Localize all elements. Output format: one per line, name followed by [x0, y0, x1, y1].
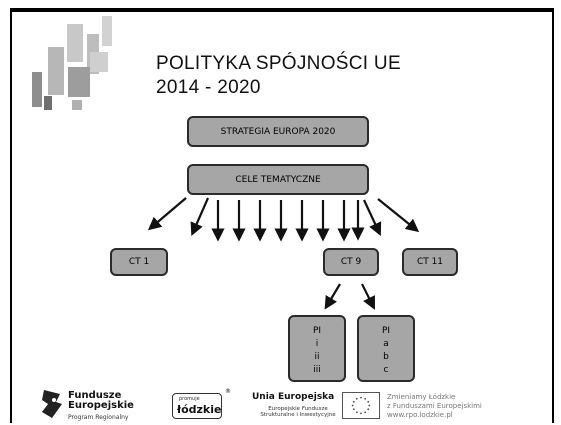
arrow-down [363, 199, 382, 236]
strategy-box: STRATEGIA EUROPA 2020 [187, 116, 369, 147]
pi-alpha-item: c [383, 365, 389, 375]
pi-alpha-item: b [383, 352, 389, 362]
objectives-label: CELE TEMATYCZNE [235, 174, 321, 185]
arrow-to-ct1 [147, 197, 187, 231]
pi-roman-box: PI i ii iii [288, 315, 346, 382]
title-line-1: POLITYKA SPÓJNOŚCI UE [156, 53, 401, 74]
registered-mark: ® [225, 388, 231, 395]
eu-stars-flag-icon [342, 392, 380, 419]
pi-roman-head: PI [312, 326, 322, 336]
eu-line-2: Strukturalne i Inwestycyjne [260, 412, 336, 418]
lodzkie-small: promuje [179, 396, 200, 402]
eu-title: Unia Europejska [252, 392, 335, 402]
ct11-box: CT 11 [402, 248, 458, 276]
objectives-box: CELE TEMATYCZNE [187, 164, 369, 195]
pi-roman-item: iii [313, 365, 321, 375]
ct9-box: CT 9 [323, 248, 379, 276]
eu-subtitle: Europejskie Fundusze Strukturalne i Inwe… [248, 406, 348, 418]
pi-alpha-item: a [383, 339, 389, 349]
ct1-box: CT 1 [110, 248, 168, 276]
ct1-label: CT 1 [128, 257, 150, 267]
strategy-label: STRATEGIA EUROPA 2020 [220, 126, 336, 137]
arrows-layer [147, 197, 420, 310]
funds-name: Fundusze Europejskie [68, 391, 134, 411]
arrow-to-pi-roman [324, 283, 341, 310]
eu-line-1: Europejskie Fundusze [268, 406, 328, 412]
pi-alpha-box: PI a b c [357, 315, 415, 382]
motto-line-2: z Funduszami Europejskimi [387, 402, 482, 410]
pi-roman-item: ii [314, 352, 320, 362]
ct9-label: CT 9 [340, 257, 362, 267]
rpo-url: www.rpo.lodzkie.pl [387, 411, 453, 419]
lodzkie-logo: promuje łódzkie [172, 393, 222, 419]
lodzkie-main: łódzkie [177, 403, 222, 416]
slide: POLITYKA SPÓJNOŚCI UE 2014 - 2020 STRATE… [10, 8, 554, 423]
title-line-2: 2014 - 2020 [156, 77, 261, 98]
pi-alpha-head: PI [381, 326, 391, 336]
arrow-to-pi-alpha [361, 283, 375, 310]
ct11-label: CT 11 [416, 257, 444, 267]
funds-program: Program Regionalny [68, 414, 129, 421]
funds-line-1: Fundusze [68, 390, 122, 401]
arrow-to-ct11 [377, 198, 420, 233]
motto-line-1: Zmieniamy Łódzkie [387, 393, 456, 401]
footer-logos: Fundusze Europejskie Program Regionalny … [12, 385, 552, 423]
slide-title: POLITYKA SPÓJNOŚCI UE 2014 - 2020 [156, 52, 401, 100]
eu-funds-flag-icon [42, 390, 62, 418]
decorative-logo-blocks-icon [32, 16, 112, 110]
funds-line-2: Europejskie [68, 400, 134, 411]
arrow-down [190, 197, 210, 237]
pi-roman-item: i [315, 339, 319, 349]
motto: Zmieniamy Łódzkie z Funduszami Europejsk… [387, 393, 482, 420]
